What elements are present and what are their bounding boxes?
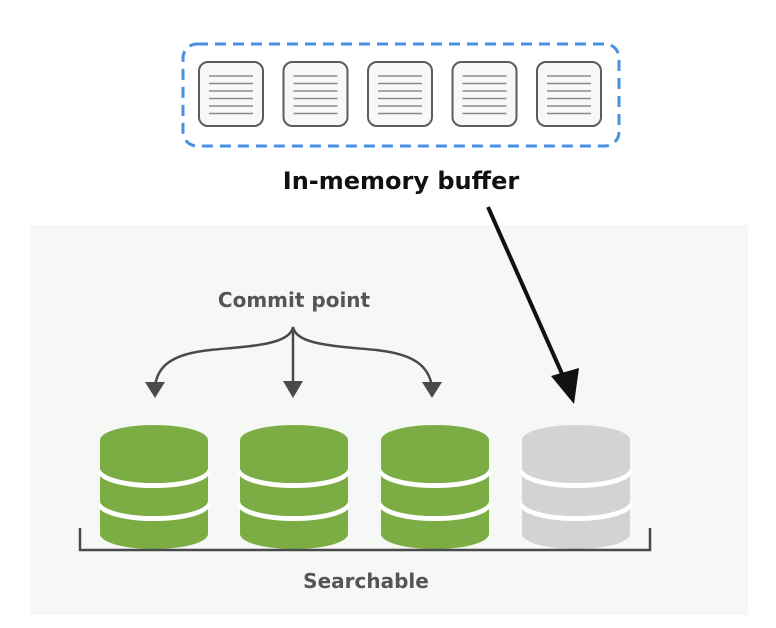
- buffer-document-icon: [536, 61, 602, 127]
- flush-arrow: [486, 206, 570, 390]
- segment-committed-icon: [378, 425, 492, 549]
- searchable-brace: [78, 528, 652, 552]
- commit-arrow-left: [153, 326, 295, 388]
- commit-arrow-left-head: [145, 382, 165, 398]
- commit-point-label: Commit point: [218, 288, 371, 312]
- commit-arrow-right-head: [422, 382, 442, 398]
- buffer-document-icon: [451, 61, 518, 127]
- segment-committed-icon: [97, 425, 211, 549]
- segment-committed-icon: [237, 425, 351, 549]
- index-panel: [30, 225, 748, 615]
- flush-arrow-head: [551, 368, 579, 404]
- searchable-label: Searchable: [303, 569, 429, 593]
- buffer-documents: [198, 61, 602, 127]
- in-memory-buffer-frame: [181, 42, 621, 148]
- in-memory-buffer-label: In-memory buffer: [283, 167, 520, 195]
- buffer-document-icon: [367, 61, 433, 127]
- index-segments: [97, 425, 633, 549]
- segment-new-icon: [519, 425, 633, 549]
- buffer-document-icon: [198, 61, 264, 127]
- commit-arrow-middle-head: [283, 381, 303, 398]
- buffer-document-icon: [282, 61, 349, 127]
- commit-arrow-right: [291, 326, 434, 388]
